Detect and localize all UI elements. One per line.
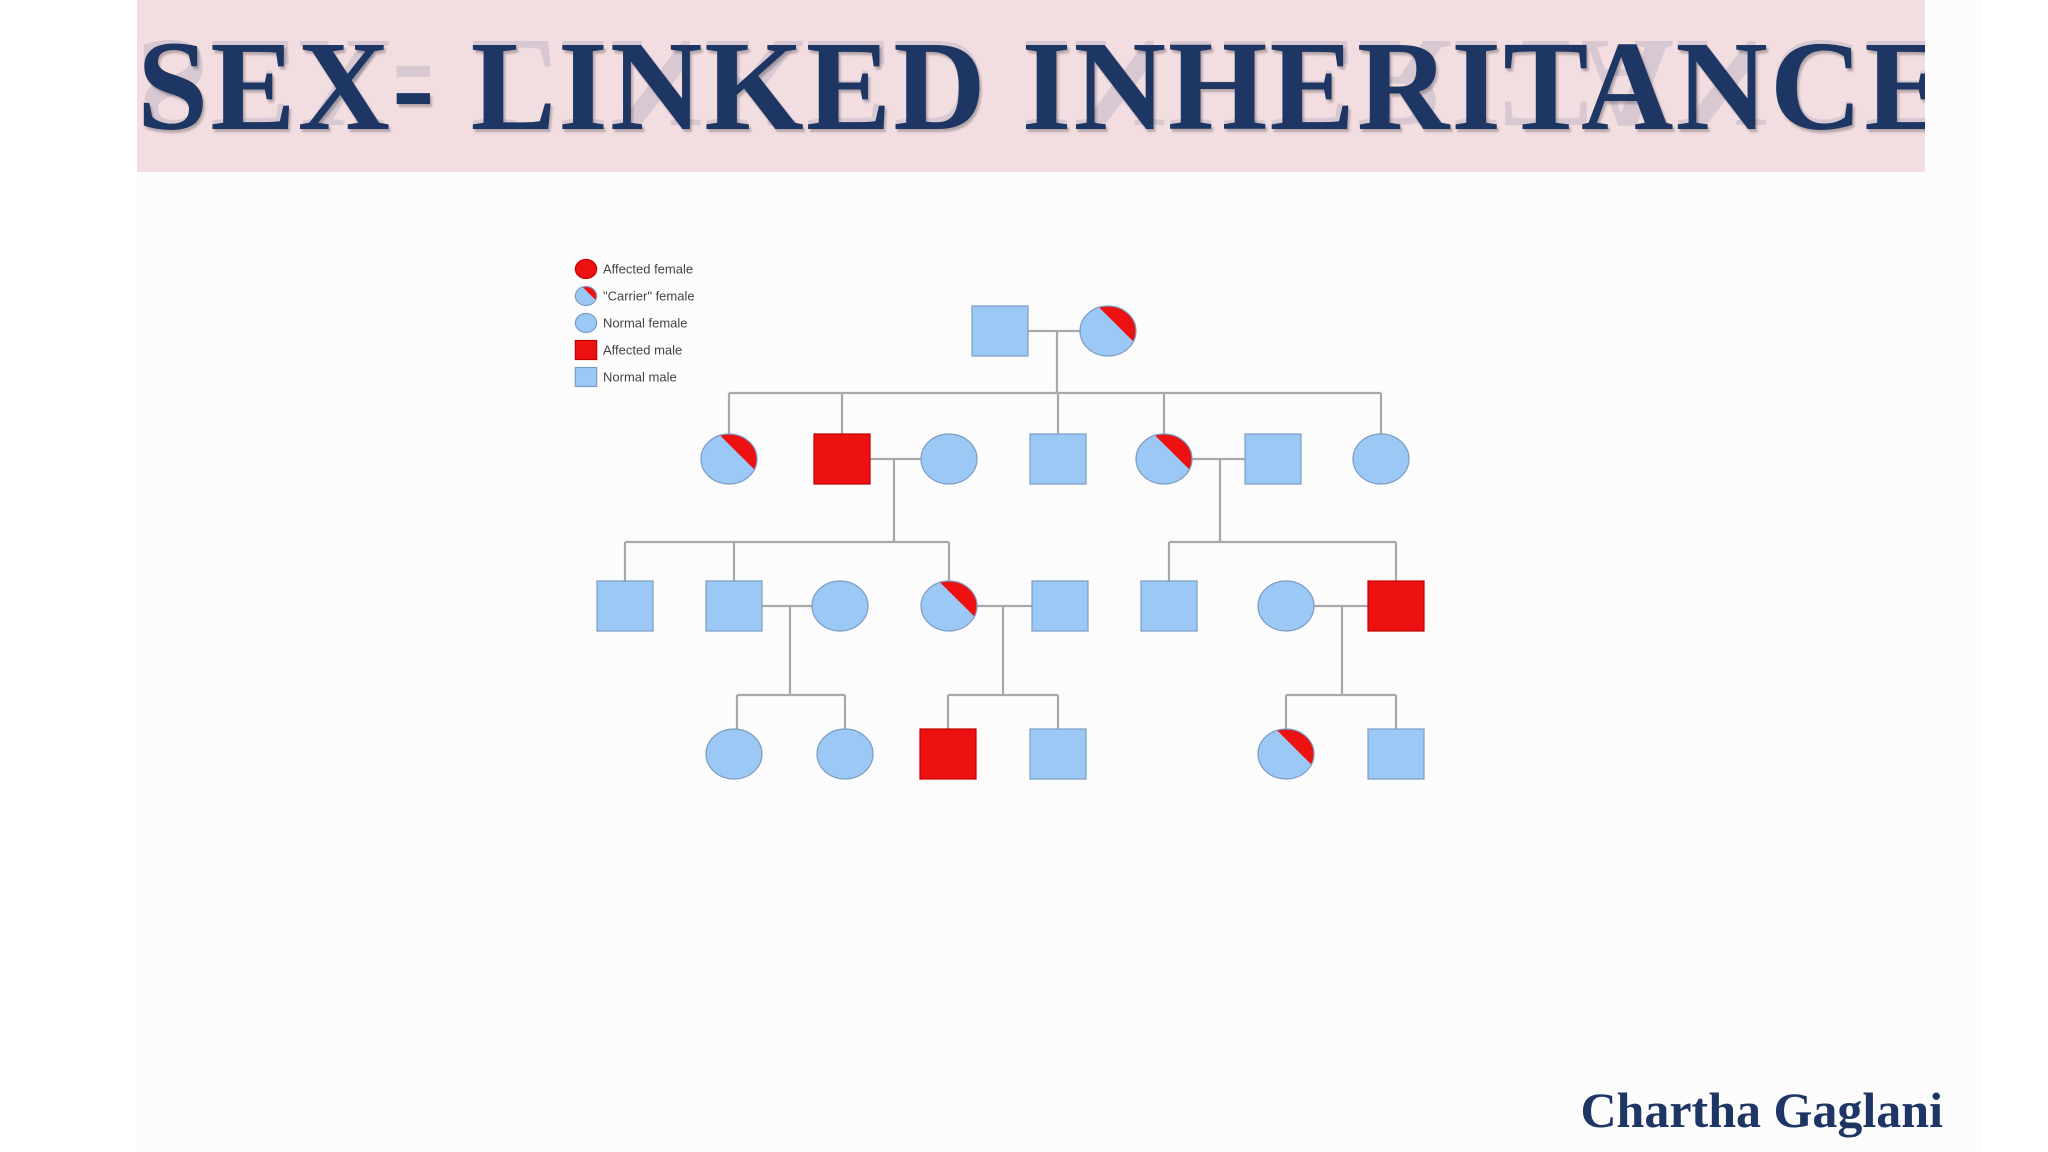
slide-background [137,0,1982,1152]
gen4-individual-1 [705,728,763,780]
gen2-individual-7 [1352,433,1410,485]
gen3-individual-8 [1367,580,1425,632]
gen4-individual-5 [1257,728,1315,780]
legend-item: Normal male [574,366,677,388]
gen4-individual-2 [816,728,874,780]
legend-label: Normal male [603,370,677,385]
legend-item: Normal female [574,312,688,334]
pedigree-connector-lines [623,329,1398,729]
gen3-individual-3 [811,580,869,632]
author-name: Chartha Gaglani [1580,1082,1943,1138]
carrier-female-symbol [574,285,598,307]
pedigree-symbols [596,305,1425,780]
gen2-individual-2 [813,433,871,485]
legend-label: Affected male [603,343,682,358]
gen3-individual-4 [920,580,978,632]
gen3-individual-2 [705,580,763,632]
slide-title-reflection: SEX- LINKED INHERITANCE [137,13,1925,155]
legend-label: Affected female [603,262,693,277]
gen1-individual-2 [1079,305,1137,357]
title-band: SEX- LINKED INHERITANCE SEX- LINKED INHE… [137,0,1925,172]
gen2-individual-6 [1244,433,1302,485]
gen3-individual-6 [1140,580,1198,632]
gen3-individual-1 [596,580,654,632]
gen4-individual-4 [1029,728,1087,780]
gen4-individual-3 [919,728,977,780]
gen2-individual-4 [1029,433,1087,485]
gen1-individual-1 [971,305,1029,357]
legend-item: "Carrier" female [574,285,695,307]
affected-female-symbol [574,258,598,280]
affected-male-symbol [574,339,598,361]
gen2-individual-3 [920,433,978,485]
legend-label: "Carrier" female [603,289,695,304]
legend-label: Normal female [603,316,688,331]
gen2-individual-1 [700,433,758,485]
slide-title: SEX- LINKED INHERITANCE [137,15,1925,157]
normal-female-symbol [574,312,598,334]
gen3-individual-5 [1031,580,1089,632]
legend-item: Affected male [574,339,682,361]
normal-male-symbol [574,366,598,388]
gen3-individual-7 [1257,580,1315,632]
gen2-individual-5 [1135,433,1193,485]
legend-item: Affected female [574,258,693,280]
gen4-individual-6 [1367,728,1425,780]
